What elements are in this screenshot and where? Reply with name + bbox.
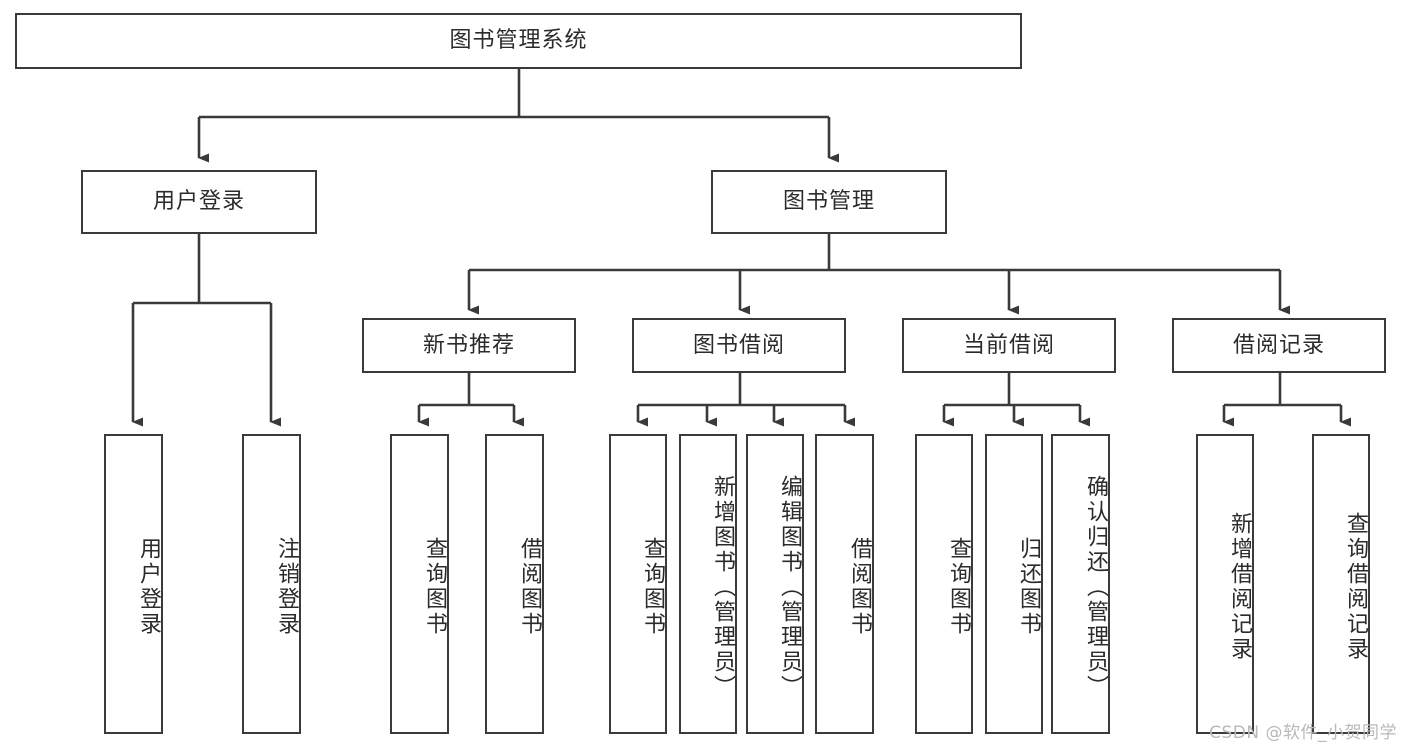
node-label: 图书借阅 (692, 332, 785, 358)
node-label: 图书管理系统 (449, 28, 588, 54)
node-borrow-record[interactable]: 借阅记录 (1172, 318, 1386, 373)
node-label: 用户登录 (152, 189, 245, 215)
node-book-borrow[interactable]: 图书借阅 (632, 318, 846, 373)
node-root-book-management-system[interactable]: 图书管理系统 (15, 13, 1022, 69)
node-label: 借阅图书 (847, 537, 872, 637)
node-current-borrow[interactable]: 当前借阅 (902, 318, 1116, 373)
node-label: 确认归还（管理员） (1083, 474, 1108, 700)
node-new-book-recommend[interactable]: 新书推荐 (362, 318, 576, 373)
node-label: 借阅记录 (1232, 332, 1325, 358)
leaf-borrow-record-query-record[interactable]: 查询借阅记录 (1312, 434, 1370, 734)
node-label: 查询图书 (640, 537, 665, 637)
leaf-book-borrow-query-book[interactable]: 查询图书 (609, 434, 667, 734)
leaf-new-book-query-book[interactable]: 查询图书 (390, 434, 449, 734)
leaf-user-login-logout[interactable]: 注销登录 (242, 434, 301, 734)
leaf-user-login-login[interactable]: 用户登录 (104, 434, 163, 734)
node-label: 注销登录 (274, 537, 299, 637)
leaf-borrow-record-add-record[interactable]: 新增借阅记录 (1196, 434, 1254, 734)
node-label: 借阅图书 (517, 537, 542, 637)
leaf-book-borrow-borrow-book[interactable]: 借阅图书 (815, 434, 874, 734)
node-book-management[interactable]: 图书管理 (711, 170, 947, 234)
leaf-book-borrow-edit-book-admin[interactable]: 编辑图书（管理员） (746, 434, 804, 734)
node-label: 查询图书 (422, 537, 447, 637)
node-label: 用户登录 (136, 537, 161, 637)
node-label: 归还图书 (1016, 537, 1041, 637)
node-label: 新增借阅记录 (1227, 512, 1252, 662)
node-label: 当前借阅 (962, 332, 1055, 358)
csdn-watermark: CSDN @软件_小贺同学 (1209, 723, 1397, 743)
leaf-current-borrow-confirm-return-admin[interactable]: 确认归还（管理员） (1051, 434, 1110, 734)
node-label: 新增图书（管理员） (710, 474, 735, 700)
node-label: 编辑图书（管理员） (777, 474, 802, 700)
node-label: 新书推荐 (422, 332, 515, 358)
leaf-current-borrow-query-book[interactable]: 查询图书 (915, 434, 973, 734)
node-label: 查询图书 (946, 537, 971, 637)
node-label: 查询借阅记录 (1343, 512, 1368, 662)
leaf-book-borrow-add-book-admin[interactable]: 新增图书（管理员） (679, 434, 737, 734)
leaf-new-book-borrow-book[interactable]: 借阅图书 (485, 434, 544, 734)
node-label: 图书管理 (782, 189, 875, 215)
node-user-login[interactable]: 用户登录 (81, 170, 317, 234)
leaf-current-borrow-return-book[interactable]: 归还图书 (985, 434, 1043, 734)
